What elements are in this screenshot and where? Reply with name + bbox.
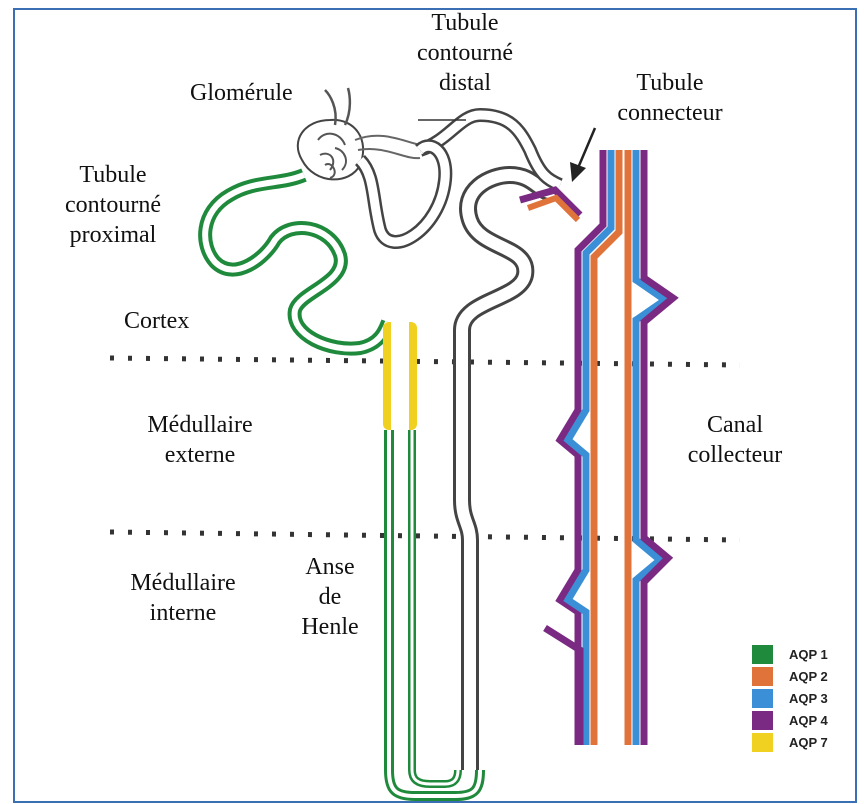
- legend-item: AQP 1: [752, 643, 828, 665]
- collecting-duct: [520, 150, 673, 745]
- label-outer-medulla: Médullaire externe: [120, 410, 280, 470]
- legend-swatch-aqp4: [752, 711, 773, 730]
- legend-item: AQP 2: [752, 665, 828, 687]
- label-cortex: Cortex: [124, 306, 189, 336]
- label-collecting-duct: Canal collecteur: [670, 410, 800, 470]
- legend-swatch-aqp7: [752, 733, 773, 752]
- legend-label: AQP 7: [789, 735, 828, 750]
- legend-label: AQP 4: [789, 713, 828, 728]
- label-loop-of-henle: Anse de Henle: [290, 552, 370, 642]
- legend-item: AQP 3: [752, 687, 828, 709]
- label-proximal-tubule: Tubule contourné proximal: [48, 160, 178, 250]
- label-connecting-tubule: Tubule connecteur: [605, 68, 735, 128]
- legend-swatch-aqp2: [752, 667, 773, 686]
- legend-label: AQP 1: [789, 647, 828, 662]
- connector-arrow: [570, 128, 595, 182]
- legend-label: AQP 2: [789, 669, 828, 684]
- legend-label: AQP 3: [789, 691, 828, 706]
- legend: AQP 1 AQP 2 AQP 3 AQP 4 AQP 7: [752, 643, 828, 753]
- label-inner-medulla: Médullaire interne: [108, 568, 258, 628]
- label-distal-tubule: Tubule contourné distal: [400, 8, 530, 98]
- legend-swatch-aqp1: [752, 645, 773, 664]
- legend-item: AQP 7: [752, 731, 828, 753]
- label-glomerule: Glomérule: [190, 78, 293, 108]
- legend-item: AQP 4: [752, 709, 828, 731]
- legend-swatch-aqp3: [752, 689, 773, 708]
